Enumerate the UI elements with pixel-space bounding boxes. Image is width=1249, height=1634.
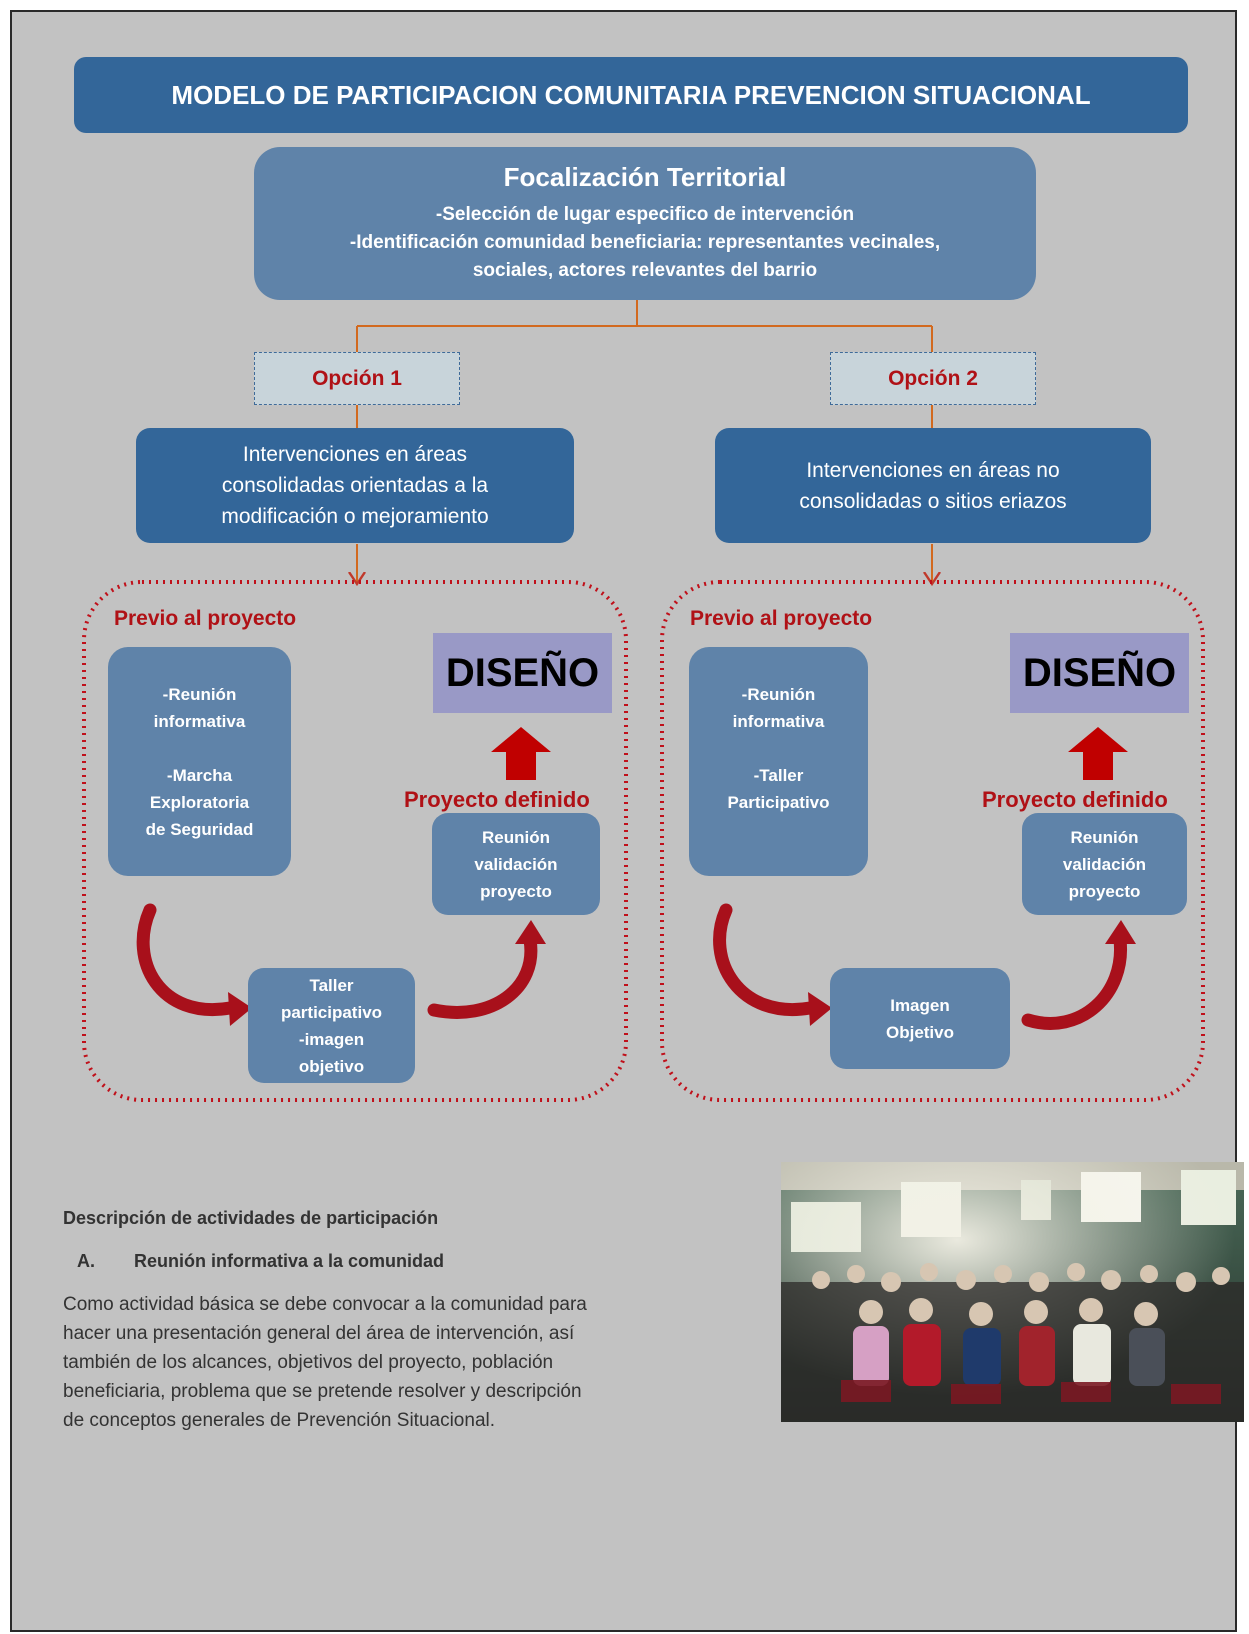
option-2-meeting-box: -Reunión informativa -Taller Participati… [689, 647, 868, 876]
curved-arrow-icon-1 [136, 903, 252, 1026]
option-2-validation-box: Reunión validación proyecto [1022, 813, 1187, 915]
intervention-line: consolidadas o sitios eriazos [799, 489, 1067, 513]
workshop-line: participativo [280, 1002, 383, 1022]
focalizacion-box: Focalización Territorial -Selección de l… [254, 147, 1036, 300]
description-heading: Descripción de actividades de participac… [63, 1208, 439, 1228]
intervention-line: modificación o mejoramiento [221, 505, 489, 528]
diagram-title: MODELO DE PARTICIPACION COMUNITARIA PREV… [74, 57, 1188, 133]
option-1-validation-box: Reunión validación proyecto [432, 813, 600, 915]
subheading-letter: A. [77, 1251, 95, 1271]
option-2-proyecto-definido: Proyecto definido [982, 787, 1168, 812]
meeting-line: de Seguridad [145, 819, 254, 839]
validation-line: Reunión [481, 827, 550, 847]
option-1-proyecto-definido: Proyecto definido [404, 787, 590, 812]
meeting-line: Exploratoria [149, 792, 250, 812]
intervention-line: Intervenciones en áreas [242, 443, 468, 466]
curved-arrow-icon-3 [713, 903, 832, 1026]
meeting-line: -Reunión [741, 685, 816, 704]
meeting-spacer [146, 735, 254, 762]
intervention-line: consolidadas orientadas a la [221, 474, 489, 497]
paragraph-line: de conceptos generales de Prevención Sit… [63, 1410, 496, 1431]
meeting-line: -Reunión [162, 684, 237, 704]
option-1-meeting-box: -Reunión informativa -Marcha Exploratori… [108, 647, 291, 876]
image-objetivo-line: Objetivo [885, 1022, 954, 1042]
option-2-label: Opción 2 [830, 352, 1036, 405]
curved-arrow-icon-4 [1021, 920, 1136, 1030]
image-objetivo-line: Imagen [890, 995, 950, 1015]
workshop-line: objetivo [298, 1056, 365, 1076]
validation-line: proyecto [480, 881, 552, 901]
option-1-label: Opción 1 [254, 352, 460, 405]
validation-line: validación [474, 854, 558, 874]
curved-arrow-icon-2 [427, 920, 546, 1019]
option-2-intervention: Intervenciones en áreas no consolidadas … [715, 428, 1151, 543]
meeting-line: -Marcha [166, 765, 233, 785]
tree-lines [357, 300, 932, 582]
focalizacion-title: Focalización Territorial [503, 162, 787, 192]
option-2-image-box: Imagen Objetivo [830, 968, 1010, 1069]
paragraph-line: beneficiaria, problema que se pretende r… [63, 1381, 582, 1402]
option-2-previo-label: Previo al proyecto [690, 607, 873, 630]
up-arrow-icon-1 [491, 727, 551, 780]
option-1-intervention: Intervenciones en áreas consolidadas ori… [136, 428, 574, 543]
paragraph-line: también de los alcances, objetivos del p… [63, 1352, 554, 1373]
focalizacion-line: sociales, actores relevantes del barrio [472, 260, 818, 281]
community-meeting-photo [781, 1162, 1244, 1422]
meeting-line: -Taller [753, 766, 804, 785]
option-2-diseno: DISEÑO [1010, 633, 1189, 713]
focalizacion-line: -Identificación comunidad beneficiaria: … [349, 232, 941, 253]
subheading-title: Reunión informativa a la comunidad [134, 1251, 445, 1271]
option-1-workshop-box: Taller participativo -imagen objetivo [248, 968, 415, 1083]
workshop-line: -imagen [298, 1029, 365, 1049]
validation-line: proyecto [1068, 881, 1141, 901]
paragraph-line: hacer una presentación general del área … [63, 1323, 575, 1344]
paragraph-line: Como actividad básica se debe convocar a… [63, 1294, 587, 1315]
focalizacion-line: -Selección de lugar especifico de interv… [435, 204, 855, 225]
up-arrow-icon-2 [1068, 727, 1128, 780]
meeting-line: informativa [153, 711, 246, 731]
description-paragraph: Como actividad básica se debe convocar a… [63, 1290, 748, 1435]
meeting-line: Participativo [727, 793, 830, 812]
workshop-line: Taller [309, 975, 354, 995]
option-1-diseno: DISEÑO [433, 633, 612, 713]
validation-line: Reunión [1070, 827, 1139, 847]
meeting-spacer [727, 735, 829, 762]
validation-line: validación [1062, 854, 1147, 874]
meeting-line: informativa [732, 712, 825, 731]
intervention-line: Intervenciones en áreas no [806, 458, 1060, 482]
option-1-previo-label: Previo al proyecto [114, 607, 297, 630]
